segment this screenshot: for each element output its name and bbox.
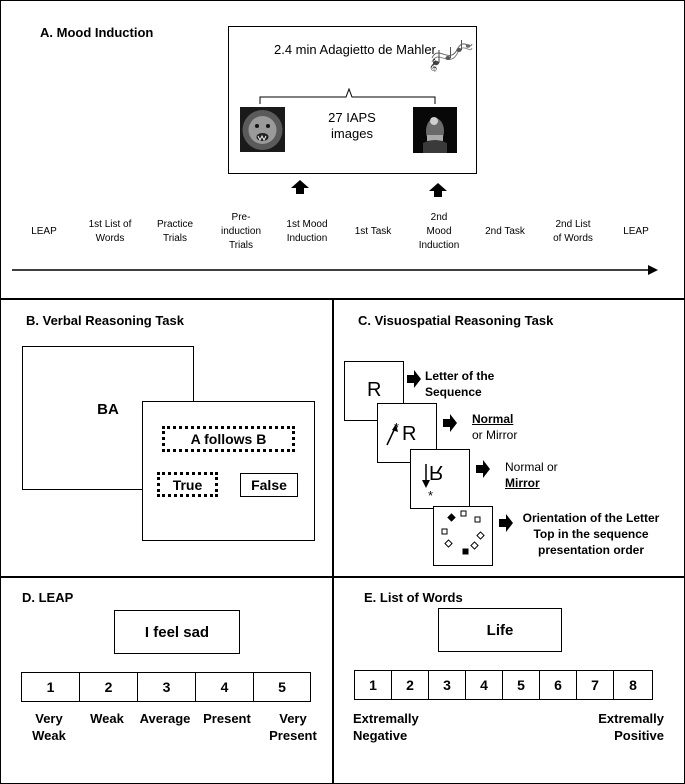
images-label-line2: images	[331, 126, 373, 141]
label-normal-or-mirror: Normal or Mirror	[472, 412, 518, 442]
panel-c-title: C. Visuospatial Reasoning Task	[358, 313, 554, 328]
images-label: 27 IAPS images	[316, 110, 388, 142]
images-brace	[259, 88, 436, 104]
negative-anchor: Extremally Negative	[353, 711, 419, 743]
word-text: Life	[486, 621, 514, 639]
timeline-step: 1st Task	[354, 226, 392, 237]
panel-d-title: D. LEAP	[22, 590, 74, 605]
right-arrow-icon	[476, 460, 490, 478]
mirror-letter: R	[429, 461, 444, 483]
word-scale-option[interactable]: 6	[540, 671, 577, 699]
false-option[interactable]: False	[240, 473, 298, 497]
word-scale-option[interactable]: 2	[392, 671, 429, 699]
word-box: Life	[438, 608, 562, 652]
question-screen	[142, 401, 315, 541]
orientation-screen	[433, 506, 493, 566]
false-option-label: False	[251, 477, 287, 493]
panel-e-title: E. List of Words	[364, 590, 463, 605]
word-scale-option[interactable]: 7	[577, 671, 614, 699]
leap-scale-option[interactable]: 2	[80, 673, 138, 701]
asterisk: *	[428, 488, 434, 503]
leap-anchor: Average	[139, 711, 191, 726]
right-arrow-icon	[407, 370, 421, 388]
panel-b-title: B. Verbal Reasoning Task	[26, 313, 184, 328]
music-label: 2.4 min Adagietto de Mahler	[274, 42, 436, 57]
svg-text:𝄞: 𝄞	[429, 59, 437, 72]
letter-text: R	[367, 379, 382, 401]
word-scale-option[interactable]: 4	[466, 671, 503, 699]
leap-anchor: Present	[203, 711, 251, 726]
threat-image	[413, 107, 457, 153]
true-option-label: True	[172, 476, 203, 493]
timeline-step: LEAP	[623, 226, 649, 237]
down-arrow-icon	[422, 464, 430, 488]
statement-text: A follows B	[190, 431, 267, 447]
leap-scale-option[interactable]: 3	[138, 673, 196, 701]
normal-letter: R	[402, 423, 417, 445]
true-option[interactable]: True	[157, 472, 218, 497]
images-label-line1: 27 IAPS	[328, 110, 376, 125]
word-scale-option[interactable]: 8	[629, 677, 637, 693]
panel-verbal-reasoning	[0, 298, 334, 578]
asterisk: *	[394, 420, 400, 435]
right-arrow-icon	[499, 514, 513, 532]
word-scale: 1 2 3 4 5 6 7 8	[354, 670, 653, 700]
word-scale-option[interactable]: 3	[429, 671, 466, 699]
right-arrow-icon	[443, 414, 457, 432]
word-scale-option[interactable]: 1	[355, 671, 392, 699]
music-notes-icon: 𝄞	[429, 40, 473, 72]
lion-image	[240, 107, 285, 152]
up-arrow-icon	[429, 183, 447, 197]
label-mirror: Normal or Mirror	[505, 460, 558, 490]
leap-scale-option[interactable]: 1	[22, 673, 80, 701]
panel-a-title: A. Mood Induction	[40, 25, 154, 40]
leap-scale-option[interactable]: 5	[278, 679, 286, 695]
mirror-letter-screen: R *	[410, 449, 470, 509]
up-arrow-icon	[386, 424, 398, 446]
label-orientation: Orientation of the Letter Top in the seq…	[522, 511, 660, 557]
up-arrow-icon	[291, 180, 309, 194]
leap-anchor: Weak	[90, 711, 124, 726]
word-scale-option[interactable]: 5	[503, 671, 540, 699]
leap-scale: 1 2 3 4 5	[21, 672, 311, 702]
leap-statement: I feel sad	[144, 623, 210, 641]
premise-text: BA	[97, 401, 119, 418]
orientation-dots	[441, 510, 485, 555]
leap-scale-option[interactable]: 4	[196, 673, 254, 701]
timeline-step: LEAP	[31, 226, 57, 237]
timeline-arrow	[12, 265, 658, 275]
positive-anchor: Extremally Positive	[598, 711, 664, 743]
statement-box: A follows B	[162, 426, 295, 452]
leap-statement-box: I feel sad	[114, 610, 240, 654]
label-letter-sequence: Letter of the Sequence	[425, 369, 495, 399]
timeline-step: 2nd Task	[485, 226, 525, 237]
